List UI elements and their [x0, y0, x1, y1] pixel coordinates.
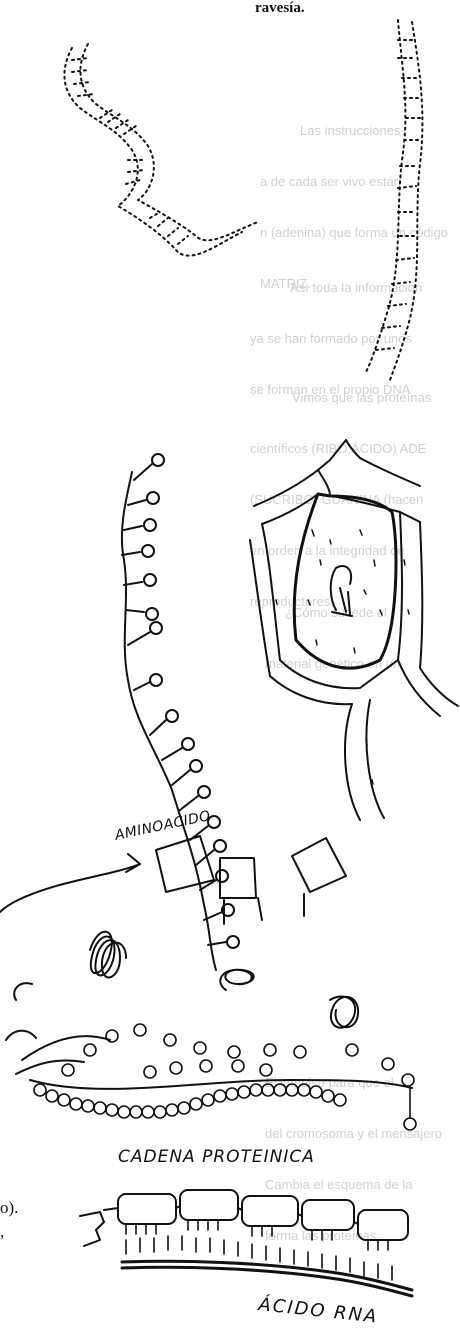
protein-chain-rna	[80, 1190, 412, 1296]
rna-strand-with-bases	[122, 454, 239, 970]
ribosome-synthesis	[0, 836, 416, 1130]
aminoacid-label: AMINOACIDO	[113, 808, 213, 844]
protein-chain-label: CADENA PROTEINICA	[118, 1147, 315, 1167]
dna-helix-left	[64, 44, 258, 256]
plant-cell	[250, 440, 458, 820]
dna-ladder-right	[366, 20, 422, 380]
rna-label: ÁCIDO RNA	[256, 1293, 379, 1328]
